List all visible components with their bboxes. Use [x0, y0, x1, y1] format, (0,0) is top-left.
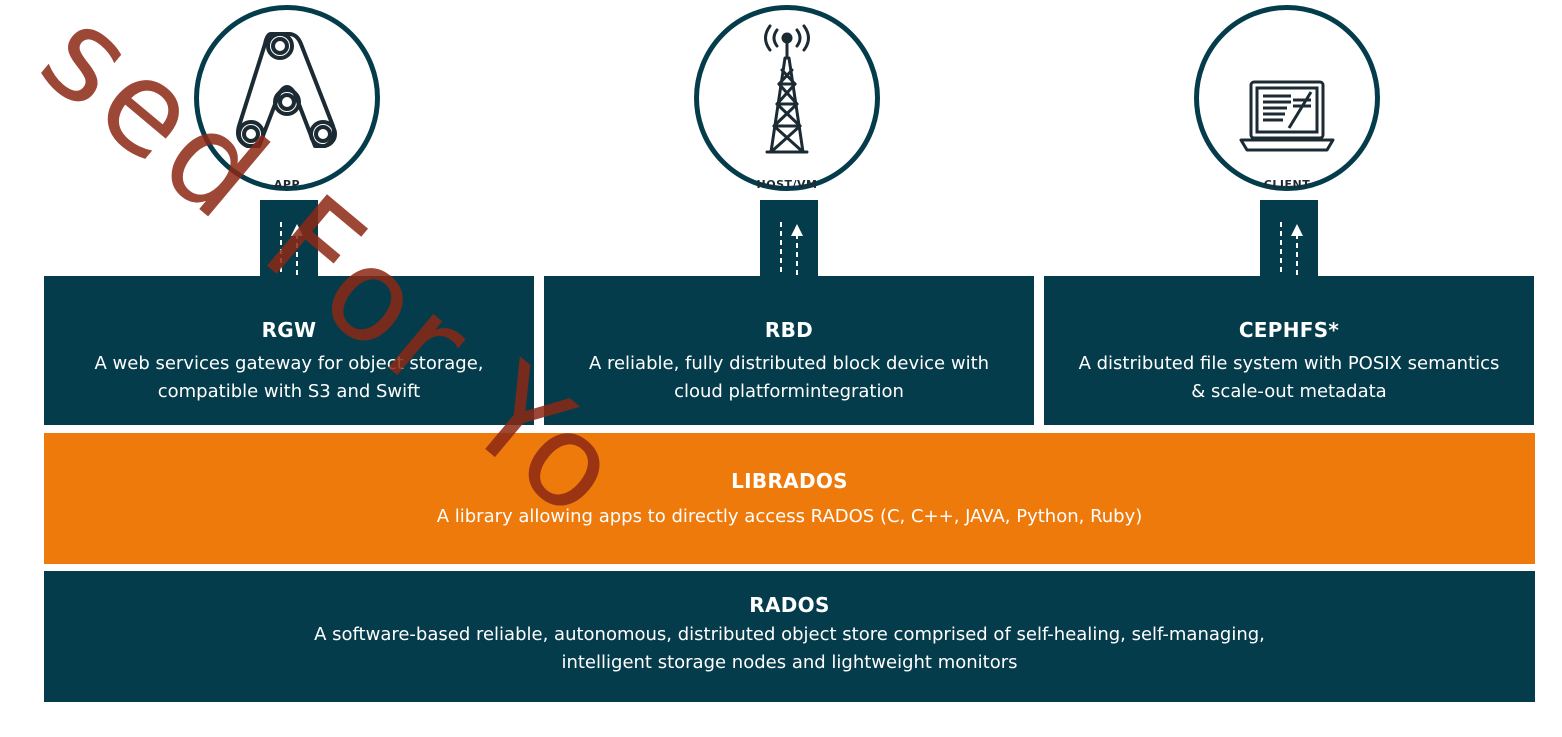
- radio-tower-icon: [764, 24, 810, 154]
- rbd-title: RBD: [764, 318, 814, 342]
- cephfs-description: A distributed file system with POSIX sem…: [1078, 353, 1500, 402]
- app-icon: [236, 32, 337, 148]
- cephfs-title: CEPHFS*: [1238, 318, 1340, 342]
- cephfs-box: CEPHFS* A distributed file system with P…: [1044, 276, 1534, 425]
- rbd-column: HOST/VM RBD A reliable, fully distribute…: [544, 0, 1034, 425]
- rados-description: A software-based reliable, autonomous, d…: [314, 624, 1265, 673]
- rbd-description: A reliable, fully distributed block devi…: [588, 353, 990, 402]
- librados-description: A library allowing apps to directly acce…: [436, 506, 1143, 527]
- rgw-box: RGW A web services gateway for object st…: [44, 276, 534, 425]
- rados-title: RADOS: [749, 593, 830, 617]
- client-label: CLIENT: [1263, 178, 1311, 191]
- rbd-box: RBD A reliable, fully distributed block …: [544, 276, 1034, 425]
- librados-layer: LIBRADOS A library allowing apps to dire…: [44, 433, 1535, 564]
- rgw-column: APP RGW A web services gateway for objec…: [44, 0, 534, 425]
- client-circle: CLIENT: [1194, 5, 1380, 191]
- client-label: APP: [273, 178, 301, 191]
- rgw-title: RGW: [261, 318, 317, 342]
- rados-layer: RADOS A software-based reliable, autonom…: [44, 571, 1535, 702]
- cephfs-column: CLIENT CEPHFS* A distributed file system…: [1044, 0, 1534, 425]
- librados-title: LIBRADOS: [731, 469, 848, 493]
- client-label: HOST/VM: [756, 178, 818, 191]
- app-circle: APP: [194, 5, 380, 191]
- laptop-icon: [1239, 80, 1335, 152]
- host-vm-circle: HOST/VM: [694, 5, 880, 191]
- rgw-description: A web services gateway for object storag…: [94, 353, 484, 402]
